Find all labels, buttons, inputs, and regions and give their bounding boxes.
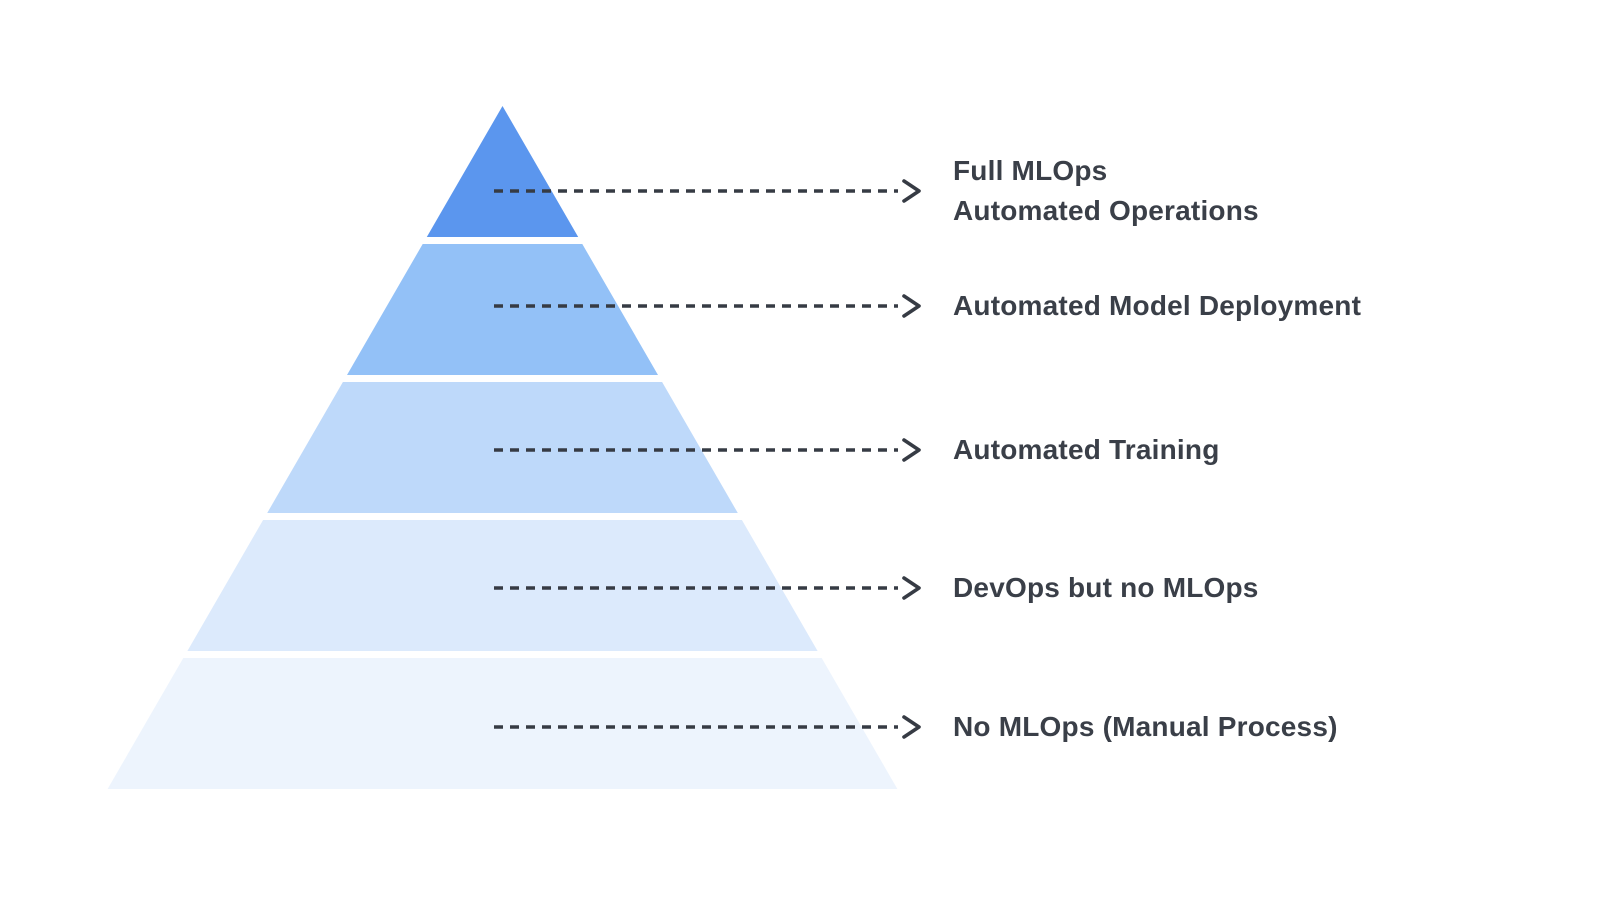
arrowhead-icon-automated-training xyxy=(902,438,921,462)
level-label-devops-but-no-mlops: DevOps but no MLOps xyxy=(953,568,1259,608)
arrowhead-icon-automated-model-deployment xyxy=(902,294,921,318)
level-label-line: Full MLOps xyxy=(953,155,1108,186)
level-label-line: DevOps but no MLOps xyxy=(953,572,1259,603)
level-label-line: Automated Training xyxy=(953,434,1220,465)
level-label-line: No MLOps (Manual Process) xyxy=(953,711,1338,742)
level-label-automated-training: Automated Training xyxy=(953,430,1220,470)
level-label-automated-model-deployment: Automated Model Deployment xyxy=(953,286,1361,326)
pyramid-level-automated-model-deployment xyxy=(347,244,658,375)
pyramid-level-automated-training xyxy=(267,382,738,513)
level-label-no-mlops-manual-process: No MLOps (Manual Process) xyxy=(953,707,1338,747)
arrowhead-icon-full-mlops xyxy=(902,179,921,203)
pyramid-level-full-mlops xyxy=(426,106,579,237)
pyramid-level-no-mlops-manual-process xyxy=(107,658,898,789)
arrowhead-icon-devops-but-no-mlops xyxy=(902,576,921,600)
arrowhead-icon-no-mlops-manual-process xyxy=(902,715,921,739)
level-label-line: Automated Model Deployment xyxy=(953,290,1362,321)
level-label-line: Automated Operations xyxy=(953,195,1259,226)
pyramid-level-devops-but-no-mlops xyxy=(187,520,818,651)
